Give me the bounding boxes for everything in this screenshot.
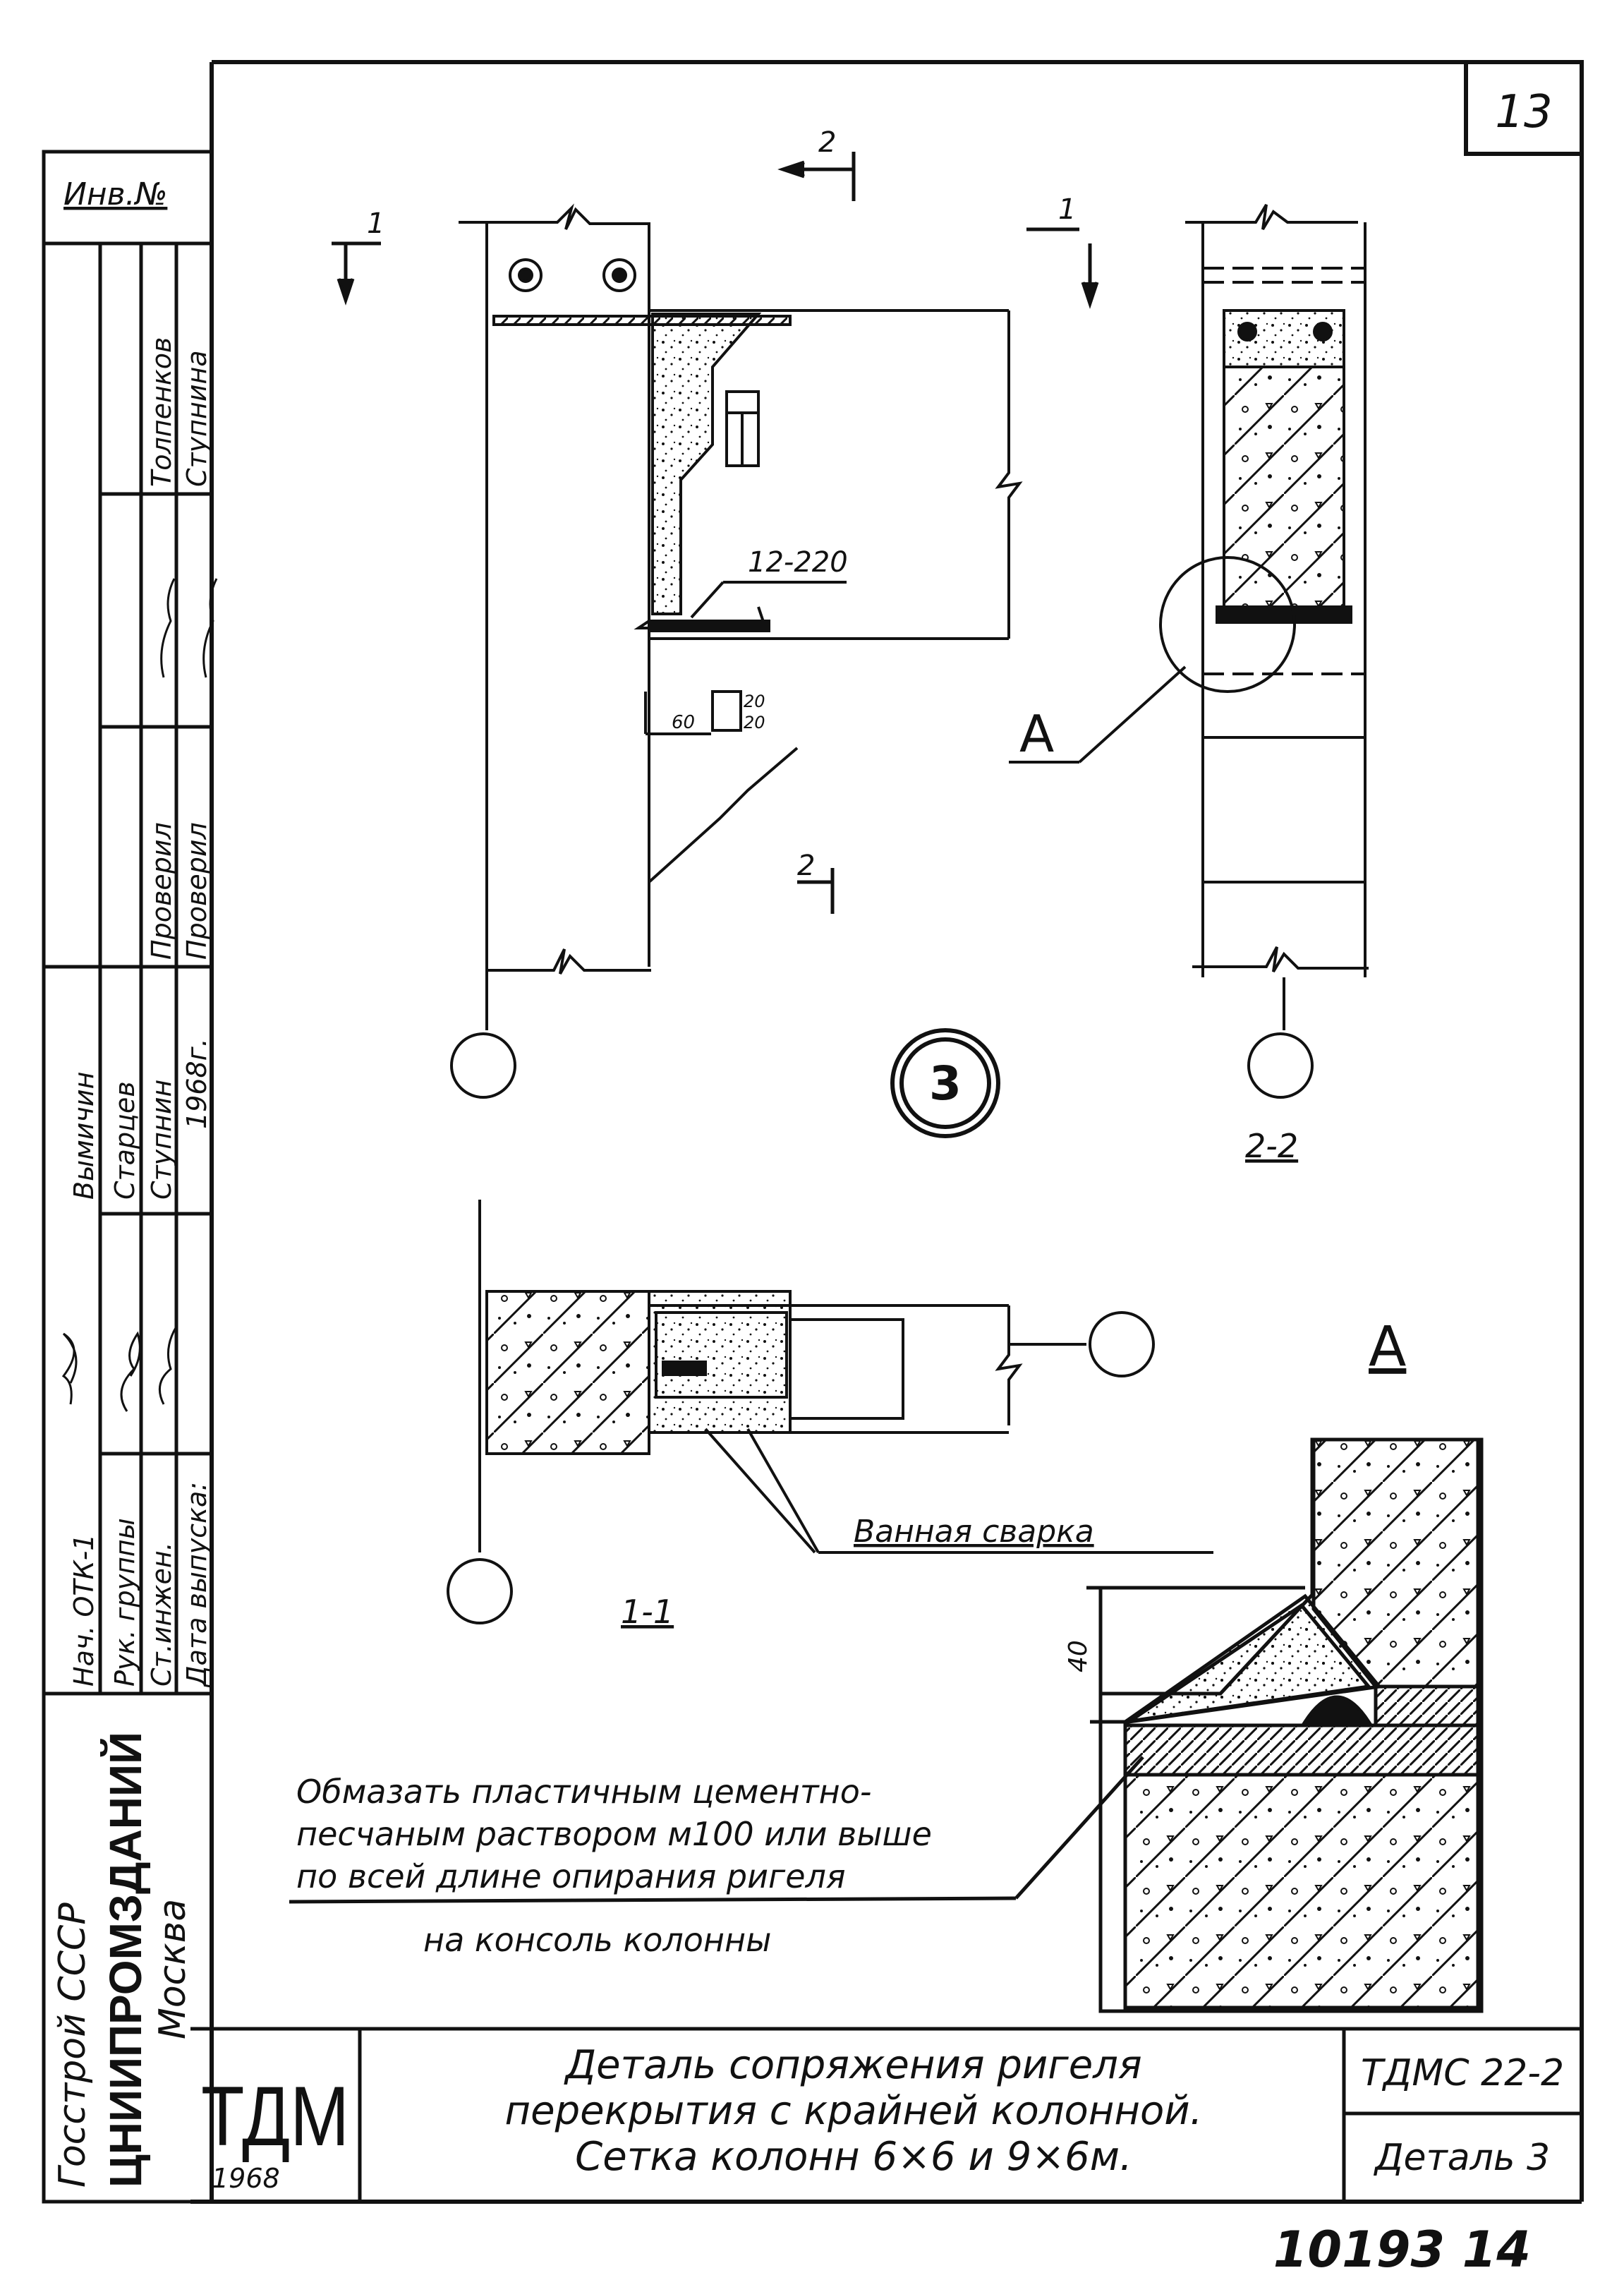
note-line3: по всей длине опирания ригеля — [296, 1857, 846, 1895]
detail-letter-callout: А — [1019, 704, 1054, 764]
logo: ТДМ — [201, 2069, 349, 2164]
dim-20-bottom: 20 — [744, 713, 765, 732]
staff-role-1: Нач. ОТК-1 — [68, 1534, 99, 1687]
dim-20-top: 20 — [744, 692, 765, 711]
staff-name-1: Вымичин — [68, 1072, 99, 1200]
title-line3: Сетка колонн 6×6 и 9×6м. — [575, 2134, 1132, 2180]
staff-role-2: Рук. группы — [109, 1518, 140, 1687]
staff-name-4: 1968г. — [181, 1038, 212, 1129]
org-line3: Москва — [152, 1899, 194, 2039]
drawing-code: ТДМС 22-2 — [1361, 2052, 1564, 2094]
sidebar-stamp — [42, 150, 214, 2204]
title-line2: перекрытия с крайней колонной. — [505, 2088, 1203, 2134]
signatures — [61, 578, 218, 1412]
detail-number: 3 — [929, 1056, 962, 1111]
logo-year: 1968 — [212, 2163, 280, 2194]
cut-2-top: 2 — [818, 126, 836, 159]
check-status-1: Проверил — [146, 822, 177, 960]
cut-1-left: 1 — [367, 207, 384, 240]
elevation-view — [459, 203, 1023, 977]
stamp-organization: Госстрой СССР ЦНИИПРОМЗДАНИЙ Москва — [51, 1732, 194, 2188]
section-1-1-label: 1-1 — [621, 1593, 674, 1631]
section-2-2-label: 2-2 — [1245, 1127, 1298, 1165]
staff-role-4: Дата выпуска: — [181, 1482, 212, 1688]
archive-number: 10193 14 — [1273, 2221, 1531, 2279]
cut-2-bottom: 2 — [797, 850, 815, 882]
title-block — [190, 2027, 1582, 2202]
inventory-label: Инв.№ — [63, 176, 167, 212]
note-line1: Обмазать пластичным цементно- — [296, 1773, 872, 1811]
section-2-2 — [1009, 203, 1369, 977]
stamp-staff: Нач. ОТК-1 Вымичин Рук. группы Старцев С… — [68, 1038, 212, 1688]
staff-name-2: Старцев — [109, 1081, 140, 1200]
check-name-1: Толпенков — [146, 337, 177, 487]
stamp-checks: Проверил Толпенков Проверил Ступнина — [146, 337, 212, 960]
org-line1: Госстрой СССР — [51, 1902, 94, 2188]
cut-1-right: 1 — [1058, 193, 1076, 226]
section-1-1 — [478, 1200, 1213, 1554]
detail-number-label: Деталь 3 — [1374, 2137, 1550, 2179]
check-status-2: Проверил — [181, 822, 212, 960]
check-name-2: Ступнина — [181, 350, 212, 487]
dim-60: 60 — [672, 712, 695, 733]
staff-role-3: Ст.инжен. — [146, 1542, 177, 1687]
org-line2: ЦНИИПРОМЗДАНИЙ — [99, 1732, 151, 2188]
title-line1: Деталь сопряжения ригеля — [563, 2042, 1141, 2088]
note-line2: песчаным раствором м100 или выше — [296, 1815, 932, 1853]
detail-circle — [890, 1028, 1000, 1138]
note: Обмазать пластичным цементно- песчаным р… — [296, 1773, 932, 1959]
weld-label: Ванная сварка — [854, 1514, 1094, 1550]
note-line4: на консоль колонны — [423, 1921, 771, 1959]
detail-letter-heading: А — [1369, 1315, 1406, 1379]
page-number-box: 13 — [1464, 60, 1584, 156]
page-number: 13 — [1495, 86, 1552, 138]
rebar-label: 12-220 — [748, 546, 848, 579]
cut-markers — [332, 152, 1099, 914]
detail-a — [289, 1437, 1484, 2013]
dim-40: 40 — [1064, 1640, 1093, 1672]
staff-name-3: Ступнин — [146, 1080, 177, 1200]
